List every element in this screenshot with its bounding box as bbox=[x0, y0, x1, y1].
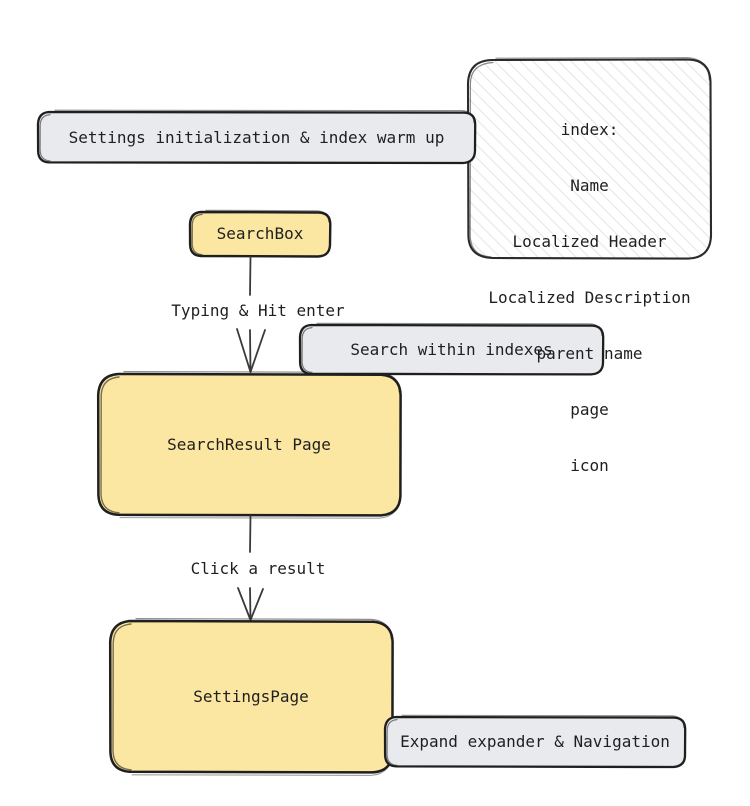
note-expand-shape bbox=[383, 714, 687, 769]
note-init-shape bbox=[36, 109, 477, 165]
searchresult-shape bbox=[96, 371, 402, 519]
searchbox-shape bbox=[188, 209, 332, 258]
settingspage-shape bbox=[108, 618, 394, 776]
index-box-shape bbox=[466, 57, 713, 260]
edge-typing-line bbox=[236, 256, 266, 373]
edge-click-line bbox=[237, 515, 264, 621]
note-search-indexes-shape bbox=[298, 322, 605, 376]
